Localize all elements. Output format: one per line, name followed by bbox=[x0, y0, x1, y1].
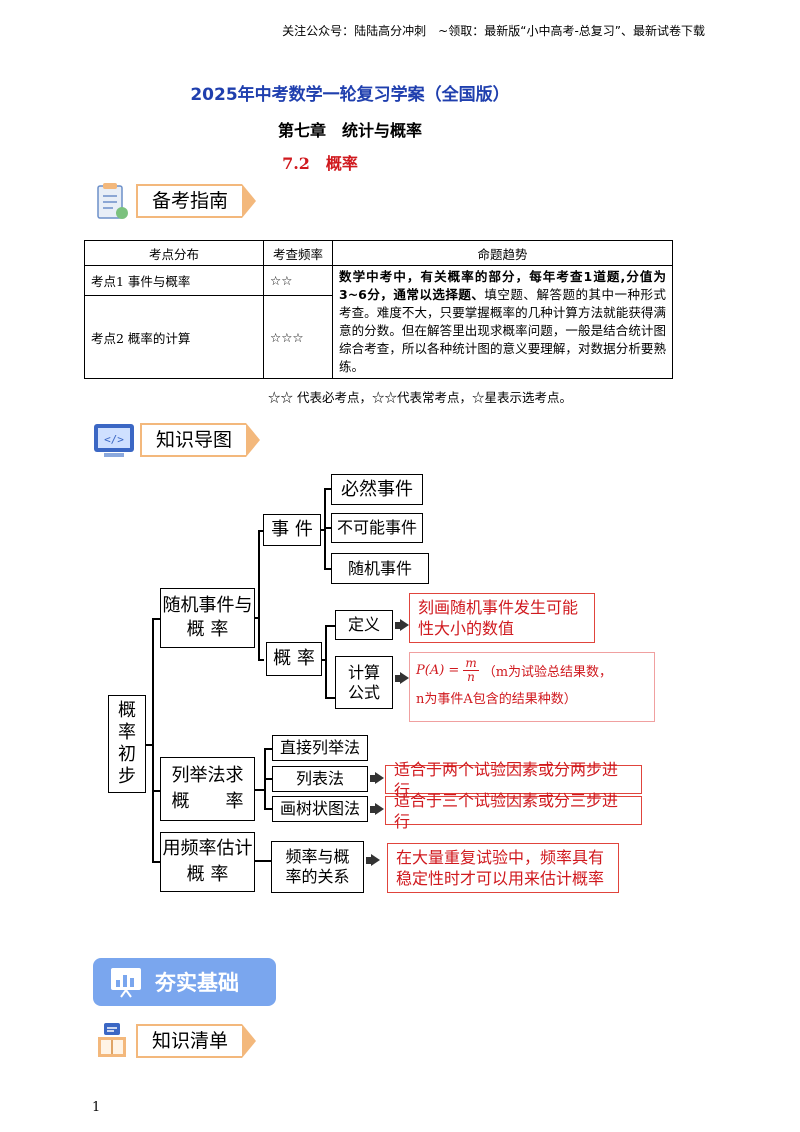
page-title: 2025年中考数学一轮复习学案（全国版） bbox=[190, 85, 510, 105]
svg-text:</>: </> bbox=[104, 433, 124, 446]
connector bbox=[325, 697, 335, 699]
connector bbox=[324, 488, 332, 490]
table-cell-point: 考点1 事件与概率 bbox=[84, 264, 264, 297]
header-note: 关注公众号：陆陆高分冲刺 ~领取：最新版“小中高考-总复习”、最新试卷下载 bbox=[282, 24, 705, 38]
connector bbox=[152, 618, 154, 862]
table-cell-point: 考点2 概率的计算 bbox=[84, 295, 264, 379]
formula-numerator: m bbox=[463, 656, 479, 671]
guide-icon bbox=[93, 182, 131, 226]
connector bbox=[324, 527, 332, 529]
trend-bold-text: 数学中考中，有关概率的部分，每年考查1道题,分值为3~6分，通常以选择题、 bbox=[339, 269, 666, 302]
table-header: 考查频率 bbox=[263, 240, 333, 266]
legend-note: ☆☆ 代表必考点，☆☆代表常考点，☆星表示选考点。 bbox=[268, 390, 572, 405]
table-header: 命题趋势 bbox=[332, 240, 673, 266]
table-cell-freq: ☆☆ bbox=[263, 264, 333, 297]
connector bbox=[152, 861, 161, 863]
formula-lhs: P(A) = bbox=[416, 663, 460, 678]
basics-banner: 夯实基础 bbox=[93, 958, 276, 1006]
formula-desc-line1: （m为试验总结果数， bbox=[482, 665, 613, 680]
mindmap-leaf-certain-event: 必然事件 bbox=[331, 474, 423, 505]
chart-board-icon bbox=[111, 968, 141, 998]
connector bbox=[258, 530, 260, 660]
table-cell-trend: 数学中考中，有关概率的部分，每年考查1道题,分值为3~6分，通常以选择题、填空题… bbox=[332, 265, 673, 379]
trend-text: 填空题、解答题的其中一种形式考查。难度不大，只要掌握概率的几种计算方法就能获得满… bbox=[339, 287, 666, 374]
mindmap-desc-tree-diagram: 适合于三个试验因素或分三步进行 bbox=[385, 791, 642, 831]
connector bbox=[325, 625, 327, 699]
arrow-right-icon bbox=[375, 772, 384, 784]
arrow-line bbox=[395, 675, 400, 682]
connector bbox=[258, 530, 264, 532]
section-tag-checklist-label: 知识清单 bbox=[136, 1024, 243, 1058]
mindmap-leaf-tree-diagram: 画树状图法 bbox=[272, 796, 368, 822]
connector bbox=[321, 529, 325, 531]
basics-banner-label: 夯实基础 bbox=[155, 971, 239, 995]
arrow-right-icon bbox=[375, 803, 384, 815]
connector bbox=[322, 659, 326, 661]
section-tag-guide-label: 备考指南 bbox=[136, 184, 243, 218]
connector bbox=[255, 860, 271, 862]
connector bbox=[324, 568, 332, 570]
mindmap-leaf-table-method: 列表法 bbox=[272, 766, 368, 792]
connector bbox=[255, 789, 265, 791]
connector bbox=[324, 488, 326, 570]
page-number: 1 bbox=[92, 1100, 101, 1115]
connector bbox=[152, 790, 161, 792]
tag-arrow bbox=[242, 184, 257, 218]
formula-denominator: n bbox=[467, 670, 475, 684]
arrow-right-icon bbox=[371, 854, 380, 866]
mindmap-leaf-direct-enumeration: 直接列举法 bbox=[272, 735, 368, 761]
formula-fraction: m n bbox=[463, 656, 479, 684]
mindmap-leaf-random-event: 随机事件 bbox=[331, 553, 429, 584]
tag-arrow bbox=[242, 1024, 257, 1058]
connector bbox=[264, 808, 272, 810]
mindmap-branch-frequency: 用频率估计 概 率 bbox=[160, 832, 255, 892]
section-tag-mindmap-label: 知识导图 bbox=[140, 423, 247, 457]
connector bbox=[258, 659, 264, 661]
mindmap-leaf-formula: 计算公式 bbox=[335, 656, 393, 709]
section-tag-checklist: 知识清单 bbox=[136, 1024, 257, 1058]
section-tag-mindmap: 知识导图 bbox=[140, 423, 261, 457]
chapter-title: 第七章 统计与概率 bbox=[277, 121, 422, 140]
mindmap-desc-formula: P(A) = m n （m为试验总结果数， n为事件A包含的结果种数） bbox=[409, 652, 655, 722]
arrow-line bbox=[370, 775, 375, 782]
mindmap-leaf-definition: 定义 bbox=[335, 610, 393, 640]
mindmap-icon: </> bbox=[92, 420, 136, 464]
table-header: 考点分布 bbox=[84, 240, 264, 266]
mindmap-branch-enumeration: 列举法求概 率 bbox=[160, 757, 255, 821]
arrow-line bbox=[366, 857, 371, 864]
arrow-right-icon bbox=[400, 619, 409, 631]
formula-desc-line2: n为事件A包含的结果种数） bbox=[416, 692, 577, 707]
section-title: 7.2 概率 bbox=[282, 154, 358, 173]
connector bbox=[325, 625, 335, 627]
connector bbox=[264, 748, 272, 750]
mindmap-node-event: 事 件 bbox=[263, 514, 321, 546]
mindmap-desc-definition: 刻画随机事件发生可能性大小的数值 bbox=[409, 593, 595, 643]
mindmap-branch-random-events: 随机事件与 概 率 bbox=[160, 588, 255, 648]
arrow-right-icon bbox=[400, 672, 409, 684]
tag-arrow bbox=[246, 423, 261, 457]
table-cell-freq: ☆☆☆ bbox=[263, 295, 333, 379]
mindmap-leaf-impossible-event: 不可能事件 bbox=[331, 513, 423, 543]
mindmap-root: 概率初步 bbox=[108, 695, 146, 793]
connector bbox=[152, 618, 161, 620]
exam-table: 考点分布 考查频率 命题趋势 考点1 事件与概率 ☆☆ 数学中考中，有关概率的部… bbox=[84, 240, 673, 379]
mindmap-node-probability: 概 率 bbox=[266, 642, 322, 676]
mindmap-desc-frequency: 在大量重复试验中，频率具有稳定性时才可以用来估计概率 bbox=[387, 843, 619, 893]
connector bbox=[264, 778, 272, 780]
mindmap-leaf-freq-prob-relation: 频率与概率的关系 bbox=[271, 841, 364, 893]
section-tag-guide: 备考指南 bbox=[136, 184, 257, 218]
book-icon bbox=[94, 1019, 130, 1065]
arrow-line bbox=[395, 622, 400, 629]
connector bbox=[255, 617, 259, 619]
arrow-line bbox=[370, 806, 375, 813]
connector bbox=[146, 744, 152, 746]
